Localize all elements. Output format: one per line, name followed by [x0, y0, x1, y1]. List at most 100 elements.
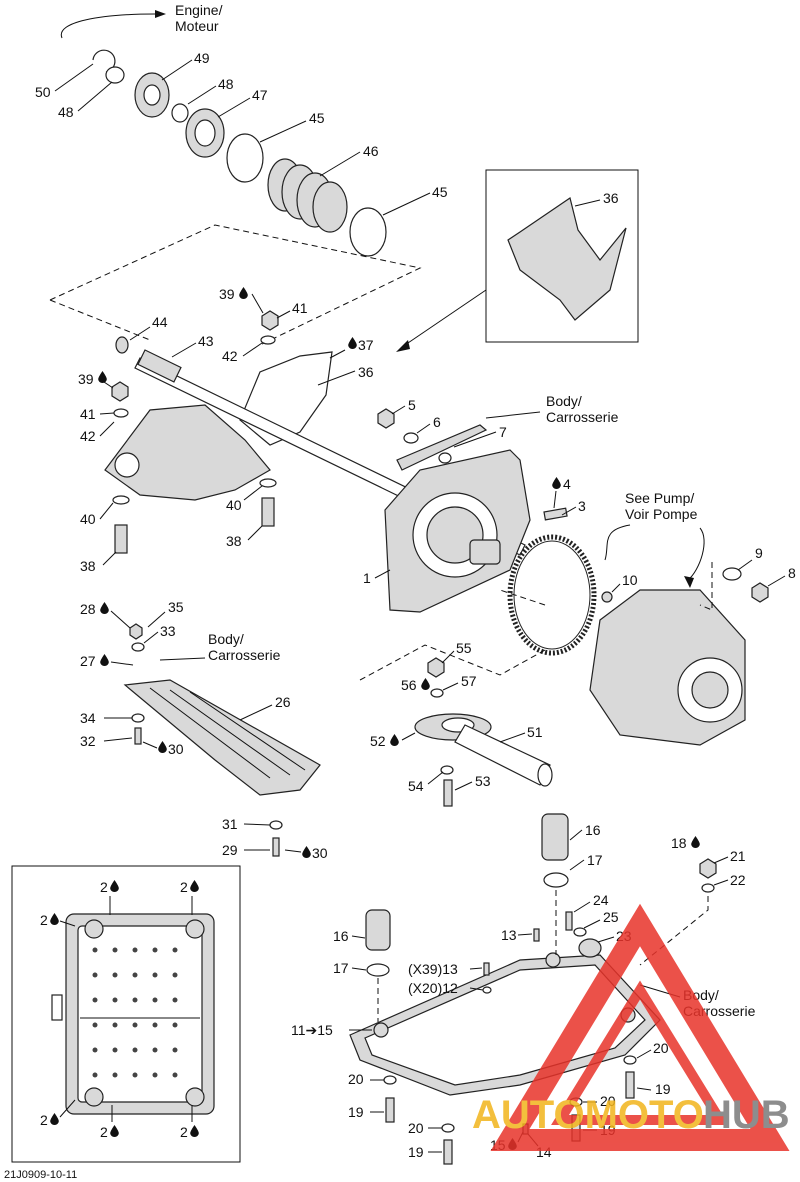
- body-label-b-line2: Carrosserie: [208, 647, 281, 663]
- support-bracket-36: [104, 351, 333, 501]
- callout-11-15: 11➔15: [291, 1022, 333, 1038]
- svg-text:38: 38: [226, 533, 242, 549]
- svg-text:26: 26: [275, 694, 291, 710]
- oring-48: [105, 66, 125, 84]
- intake-grate-26: [123, 679, 321, 796]
- fitting-52-51: [414, 713, 553, 787]
- shaft-end-44: [115, 336, 129, 354]
- fitting-16-top: [541, 813, 569, 888]
- svg-text:27: 27: [80, 653, 96, 669]
- svg-text:18: 18: [671, 835, 687, 851]
- washer-9: [722, 567, 742, 581]
- svg-text:2: 2: [180, 879, 188, 895]
- svg-text:54: 54: [408, 778, 424, 794]
- svg-text:28: 28: [80, 601, 96, 617]
- dashed-shaft-a: [49, 299, 151, 341]
- wear-ring-band: [507, 534, 597, 656]
- fitting-16-left: [365, 909, 391, 977]
- svg-text:42: 42: [222, 348, 238, 364]
- svg-text:20: 20: [600, 1093, 616, 1109]
- svg-text:52: 52: [370, 733, 386, 749]
- dashed-pump: [699, 562, 713, 611]
- svg-text:40: 40: [226, 497, 242, 513]
- svg-text:34: 34: [80, 710, 96, 726]
- svg-text:10: 10: [622, 572, 638, 588]
- callout-leaders-grate: 28 35 33 27: [80, 599, 184, 669]
- body-leader-a: [485, 411, 541, 419]
- svg-text:25: 25: [603, 909, 619, 925]
- svg-text:16: 16: [333, 928, 349, 944]
- svg-text:39: 39: [219, 286, 235, 302]
- washer-20d: [623, 1055, 637, 1065]
- engine-label-line1: Engine/: [175, 2, 223, 18]
- watermark-hub: HUB: [703, 1093, 790, 1137]
- callout-leaders-grate2: 26 34 32 30 31 29 30: [80, 694, 328, 861]
- svg-text:57: 57: [461, 673, 477, 689]
- svg-text:55: 55: [456, 640, 472, 656]
- svg-text:38: 38: [80, 558, 96, 574]
- svg-text:41: 41: [292, 300, 308, 316]
- inset-callouts-2: 2 2 2 2 2 2: [40, 879, 199, 1140]
- svg-text:8: 8: [788, 565, 796, 581]
- dashed-hose: [359, 644, 546, 681]
- inset-box-36: [485, 169, 639, 343]
- callout-36-inset: 36: [603, 190, 619, 206]
- body-label-b-line1: Body/: [208, 631, 244, 647]
- bracket-7: [396, 424, 488, 471]
- svg-text:22: 22: [730, 872, 746, 888]
- jet-pump: [589, 589, 746, 746]
- svg-text:44: 44: [152, 314, 168, 330]
- svg-text:49: 49: [194, 50, 210, 66]
- callout-x39-13: (X39)13: [408, 961, 458, 977]
- washer-20b: [441, 1123, 455, 1133]
- dashed-shaft-b: [499, 589, 546, 606]
- body-leader-b: [159, 657, 206, 661]
- svg-text:19: 19: [348, 1104, 364, 1120]
- leader-1: [374, 569, 391, 579]
- svg-text:20: 20: [653, 1040, 669, 1056]
- svg-text:6: 6: [433, 414, 441, 430]
- washer-41b: [113, 408, 129, 418]
- bolt-53: [443, 779, 453, 807]
- see-pump-leader1: [604, 524, 631, 561]
- bolt-38: [114, 524, 128, 554]
- inset-box-plate: [11, 865, 241, 1163]
- callout-leaders-8-10: 9 8 10: [611, 545, 796, 593]
- svg-text:56: 56: [401, 677, 417, 693]
- svg-text:51: 51: [527, 724, 543, 740]
- engine-arrow-head: [155, 10, 166, 18]
- nut-5: [377, 408, 395, 429]
- svg-text:2: 2: [40, 1112, 48, 1128]
- svg-text:45: 45: [432, 184, 448, 200]
- washer-22: [701, 883, 715, 893]
- svg-text:46: 46: [363, 143, 379, 159]
- nut-21: [699, 858, 717, 879]
- washer-6: [403, 432, 419, 444]
- svg-text:21: 21: [730, 848, 746, 864]
- svg-text:42: 42: [80, 428, 96, 444]
- part-23: [578, 938, 602, 958]
- nut-39b: [111, 381, 129, 402]
- svg-text:24: 24: [593, 892, 609, 908]
- screw-13b: [483, 962, 490, 976]
- callout-leaders-hose: 55 56 57 52 51 54 53: [370, 640, 543, 794]
- bolt-19a: [385, 1097, 395, 1123]
- nut-39: [261, 310, 279, 331]
- washer-40: [112, 495, 130, 505]
- screw-13: [533, 928, 540, 942]
- svg-text:9: 9: [755, 545, 763, 561]
- bolt-24: [565, 911, 573, 931]
- bolt-19d: [625, 1071, 635, 1099]
- washer-54: [440, 765, 454, 775]
- svg-text:32: 32: [80, 733, 96, 749]
- svg-text:19: 19: [408, 1144, 424, 1160]
- washer-20a: [383, 1075, 397, 1085]
- svg-text:20: 20: [408, 1120, 424, 1136]
- svg-text:43: 43: [198, 333, 214, 349]
- callout-leaders-top: 50 48 49 48 47 45 46 45: [35, 50, 448, 216]
- callout-4: 4: [563, 476, 571, 492]
- svg-text:50: 50: [35, 84, 51, 100]
- washer-40b: [259, 478, 277, 488]
- svg-text:33: 33: [160, 623, 176, 639]
- washer-57: [430, 688, 444, 698]
